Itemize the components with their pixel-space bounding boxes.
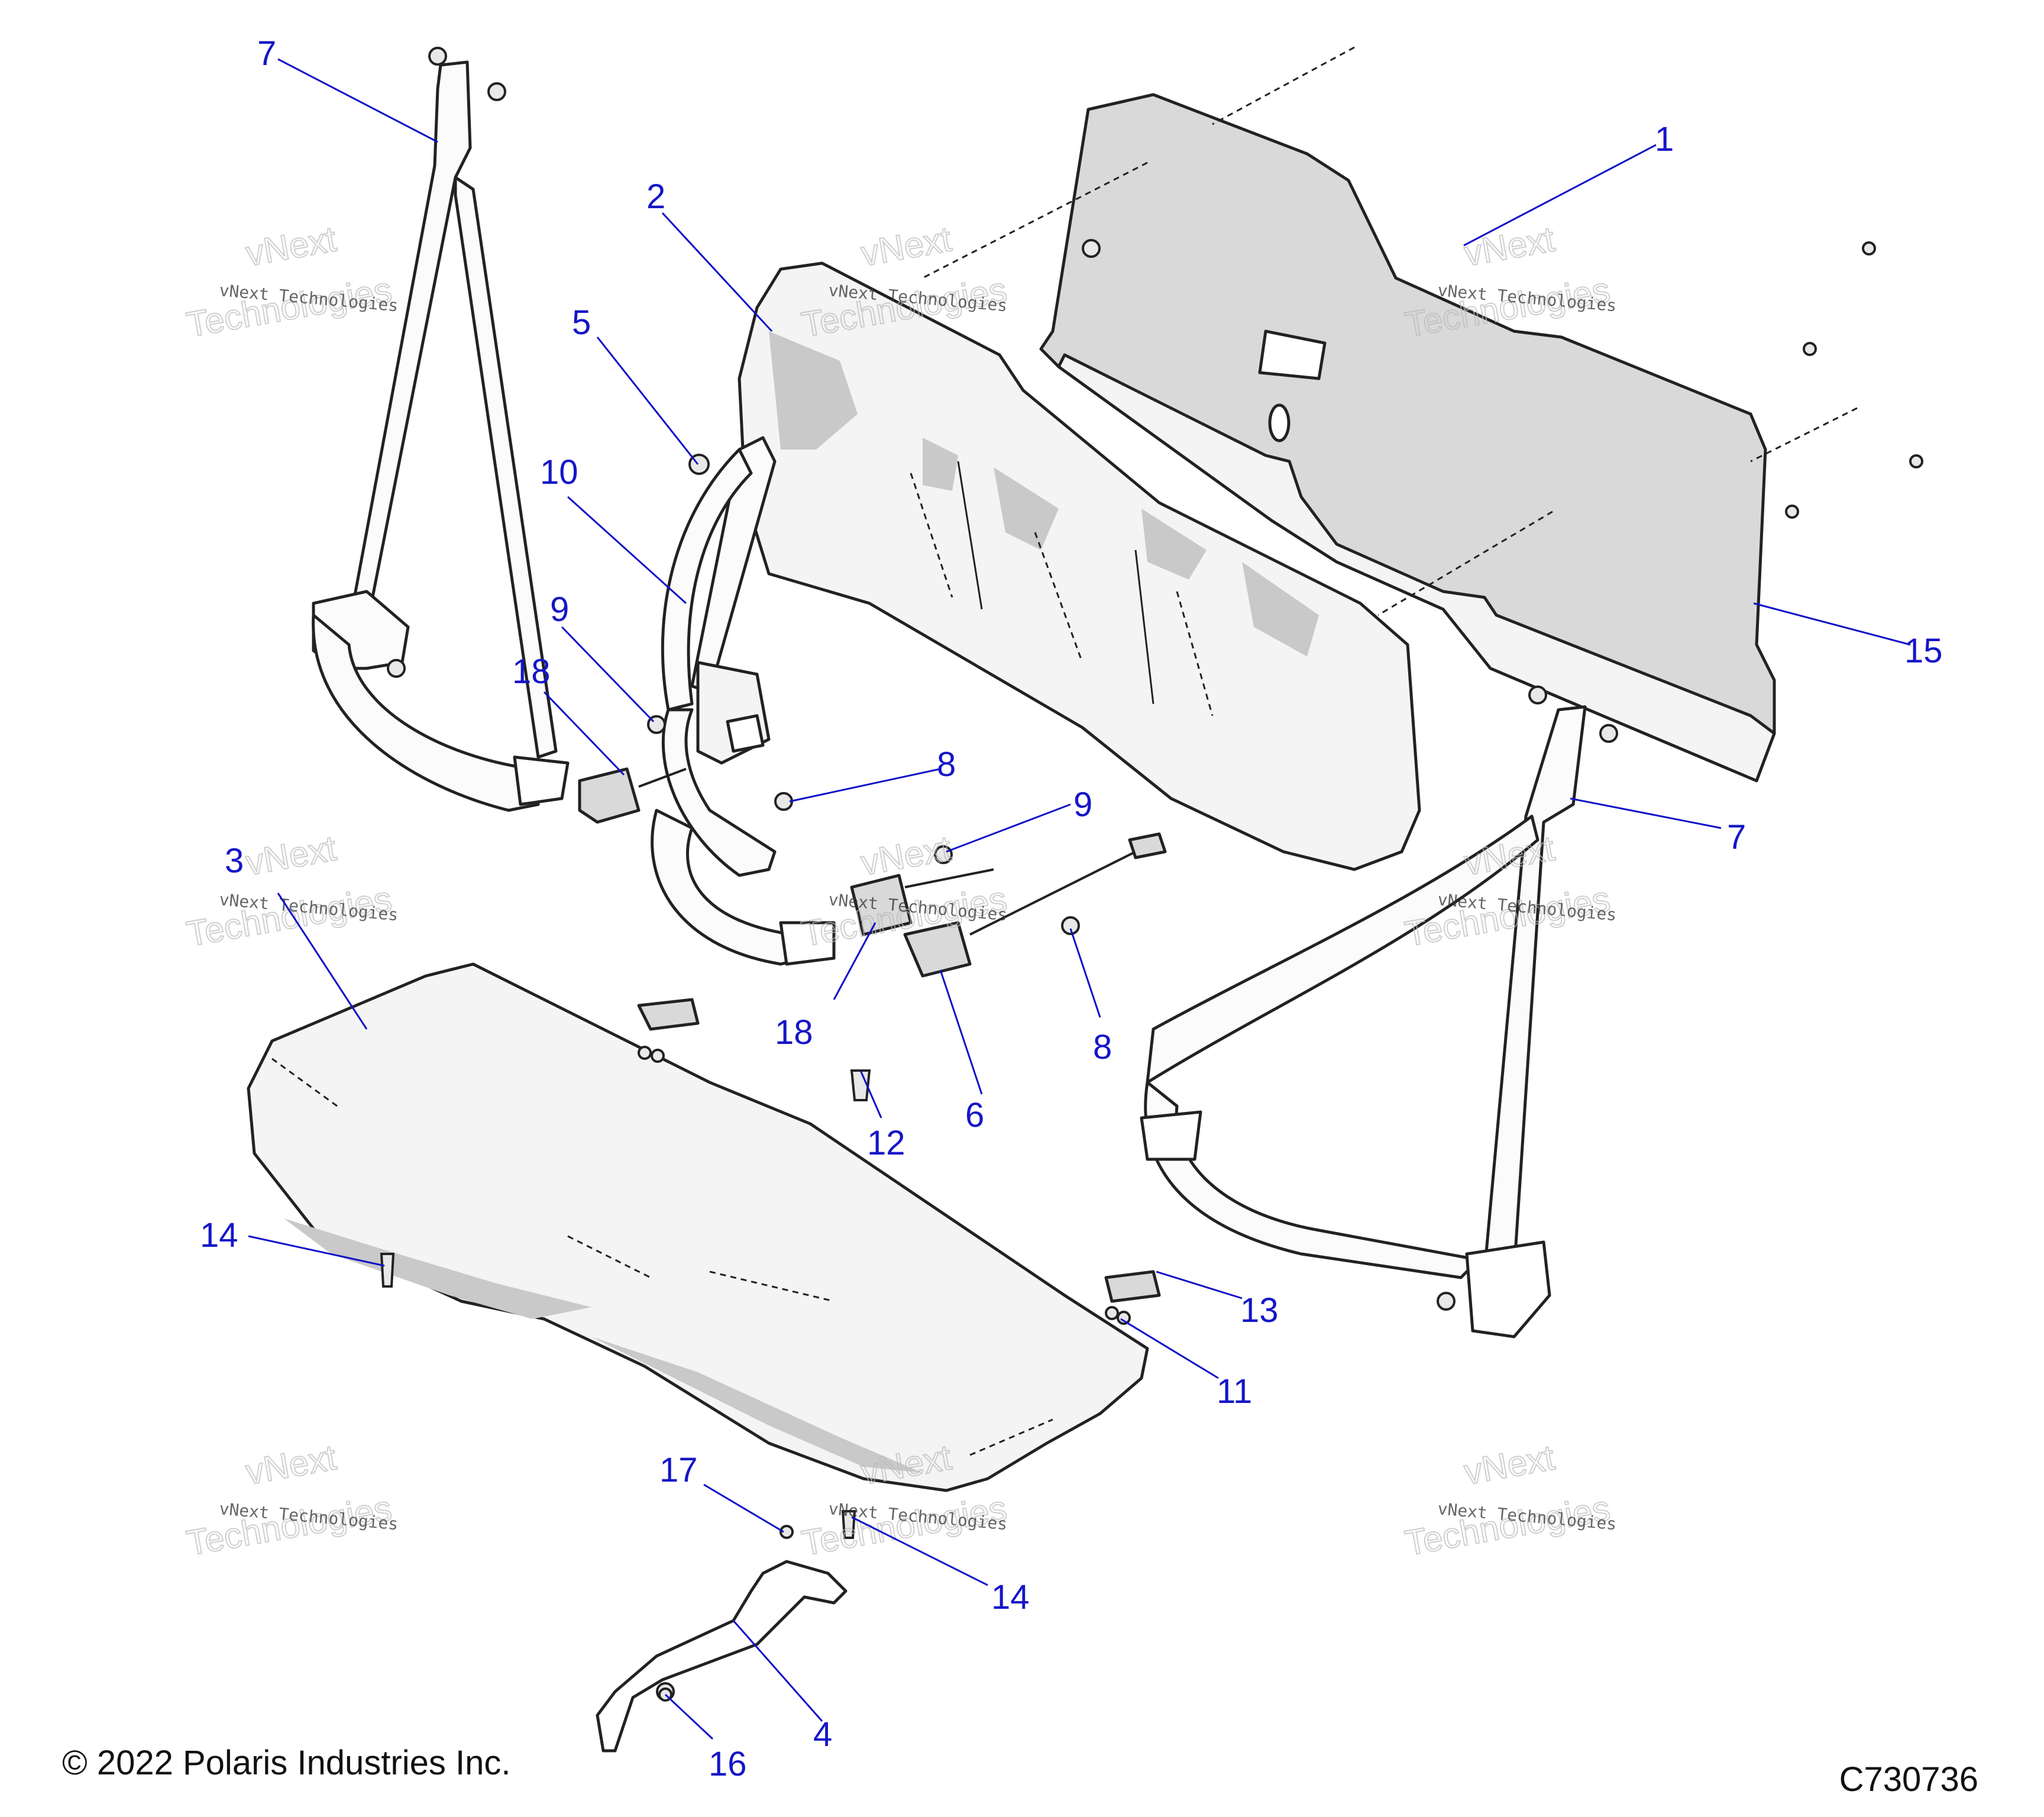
latch-plate-part-13 [1104,1270,1161,1303]
watermark-large-2a: vNext [858,219,955,274]
callout-17: 17 [659,1451,698,1489]
callout-3: 3 [225,842,244,880]
callout-2: 2 [646,177,665,216]
callout-11: 11 [1217,1372,1252,1411]
callout-15: 15 [1904,632,1943,670]
callout-9-left: 9 [550,590,569,629]
seat-back-cushion-part-2 [738,261,1421,871]
callout-1: 1 [1655,120,1674,159]
rear-panel-part-15 [922,46,1858,783]
leader-lines [248,58,1911,1740]
buckle-center-part-18 [850,868,994,936]
callout-8-lower: 8 [1093,1028,1112,1066]
stud-part-14-left [380,1253,395,1288]
callout-4: 4 [813,1715,832,1754]
latch-plate-left [637,998,700,1031]
callout-9-right: 9 [1073,785,1092,824]
callouts: 7 2 1 5 10 9 18 8 9 15 7 3 8 18 6 12 14 … [200,34,1943,1783]
standoff-part-12 [850,1069,871,1101]
watermark-large-4a: vNext [243,828,339,883]
callout-12: 12 [867,1124,905,1162]
callout-18-lower: 18 [775,1013,813,1052]
callout-8-upper: 8 [937,745,956,784]
watermark-large-5a: vNext [858,828,955,883]
callout-16: 16 [709,1745,747,1783]
seat-belt-right-part-7 [1140,686,1618,1338]
watermark-large-7a: vNext [243,1437,339,1492]
seat-belt-left-part-7 [312,47,570,812]
callout-18-upper: 18 [512,652,551,691]
callout-5: 5 [572,303,591,342]
bolt-part-8-lower [1061,916,1080,935]
callout-7-left: 7 [257,34,276,73]
screw-part-11-a [1105,1306,1119,1320]
drawing-number: C730736 [1839,1760,1978,1799]
watermark-large-1a: vNext [243,219,339,274]
screw-part-17 [780,1525,794,1539]
seat-bracket-part-4 [596,1560,848,1753]
copyright-text: © 2022 Polaris Industries Inc. [62,1744,510,1782]
callout-14-left: 14 [200,1216,238,1255]
callout-10: 10 [540,453,578,492]
watermark-large-6a: vNext [1461,828,1558,883]
callout-13: 13 [1240,1291,1279,1330]
screw-part-11-b [1117,1311,1131,1325]
watermark-large-3a: vNext [1461,219,1558,274]
footer: © 2022 Polaris Industries Inc. C730736 [62,1744,1978,1799]
callout-14-right: 14 [991,1578,1030,1616]
callout-6: 6 [965,1096,984,1134]
buckle-right-part-6 [903,832,1167,978]
callout-7-right: 7 [1727,818,1746,856]
center-seat-belt-part-10 [651,436,836,966]
watermark-large-9a: vNext [1461,1437,1558,1492]
bolt-part-8-upper [774,792,793,811]
seat-base-cushion-part-3 [247,962,1149,1492]
